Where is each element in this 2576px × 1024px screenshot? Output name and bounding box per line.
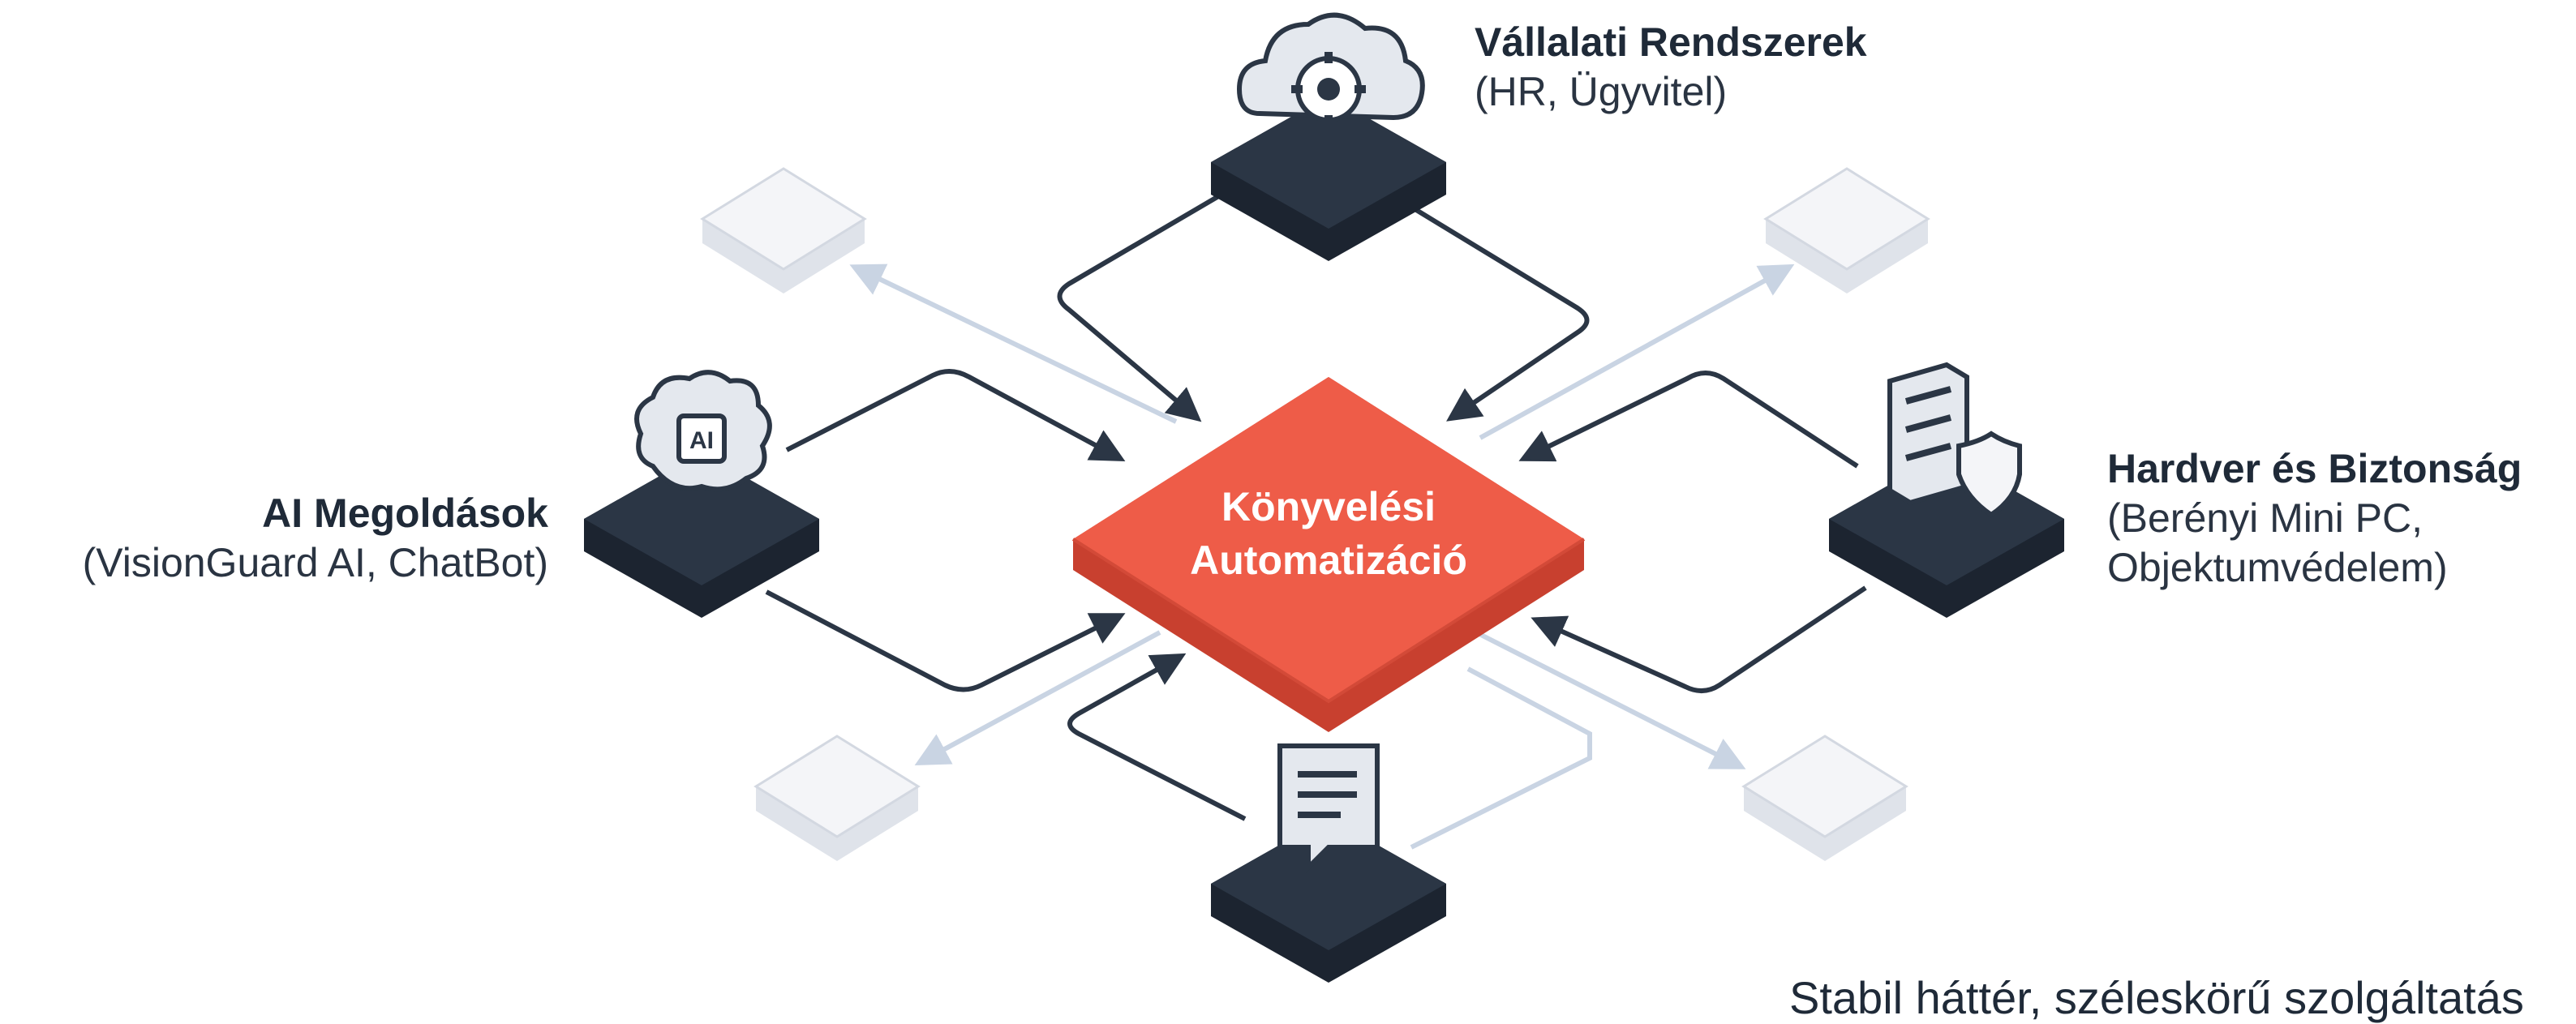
node-left: AI	[584, 370, 819, 618]
label-ai-solutions-title: AI Megoldások	[262, 491, 548, 536]
diagram-canvas: AI	[584, 12, 2064, 983]
connector-right-to-center-b	[1531, 585, 1867, 693]
label-ai-solutions: AI Megoldások (VisionGuard AI, ChatBot)	[83, 489, 548, 588]
label-hardware-security-title: Hardver és Biztonság	[2107, 446, 2522, 491]
connector-bottom-to-center	[1067, 653, 1247, 821]
footer-caption: Stabil háttér, széleskörű szolgáltatás	[1789, 972, 2524, 1023]
label-hardware-security-subtitle-1: (Berényi Mini PC,	[2107, 495, 2423, 541]
brain-ai-icon: AI	[634, 370, 772, 492]
connector-top-to-center-b	[1389, 192, 1590, 422]
ai-chip-text: AI	[689, 427, 714, 454]
label-enterprise-systems: Vállalati Rendszerek (HR, Ügyvitel)	[1475, 18, 1867, 117]
node-right	[1829, 362, 2064, 618]
center-node-label-line2: Automatizáció	[1190, 538, 1467, 583]
dark-connectors	[765, 176, 1867, 821]
node-top	[1211, 12, 1446, 261]
label-ai-solutions-subtitle: (VisionGuard AI, ChatBot)	[82, 540, 548, 585]
chat-document-icon	[1277, 743, 1380, 874]
node-bottom	[1211, 743, 1446, 983]
connector-left-to-center-b	[765, 589, 1126, 692]
label-hardware-security: Hardver és Biztonság (Berényi Mini PC, O…	[2107, 444, 2522, 593]
connector-top-left	[849, 263, 1178, 424]
connector-top-right	[1479, 263, 1795, 440]
center-node-label-line1: Könyvelési	[1221, 484, 1436, 529]
label-enterprise-systems-subtitle: (HR, Ügyvitel)	[1475, 69, 1728, 114]
connector-right-to-center-a	[1518, 371, 1859, 469]
center-node: Könyvelési Automatizáció	[1071, 377, 1586, 732]
placeholder-node-top-right	[1763, 167, 1930, 293]
label-enterprise-systems-title: Vállalati Rendszerek	[1475, 19, 1867, 65]
placeholder-node-bottom-left	[753, 735, 921, 861]
placeholder-node-bottom-right	[1741, 735, 1908, 861]
label-hardware-security-subtitle-2: Objektumvédelem)	[2107, 545, 2448, 590]
cloud-gear-icon	[1236, 12, 1425, 126]
placeholder-node-top-left	[700, 167, 867, 293]
server-shield-icon	[1887, 362, 2022, 518]
connector-bottom-left	[914, 630, 1161, 766]
connector-left-to-center-a	[785, 369, 1126, 461]
light-connectors	[849, 263, 1795, 850]
connector-top-to-center-a	[1057, 176, 1251, 422]
connector-bottom-light	[1410, 666, 1592, 850]
connector-bottom-right	[1475, 630, 1746, 769]
